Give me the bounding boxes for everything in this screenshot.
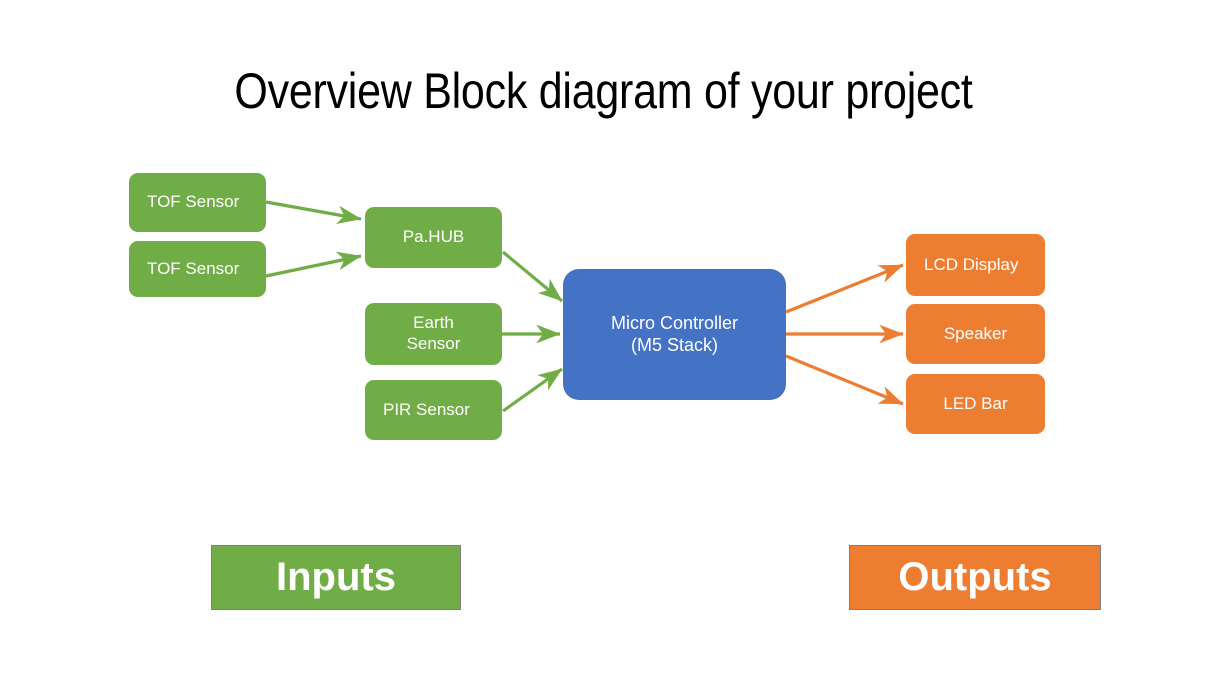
- block-label-line2: Sensor: [406, 334, 461, 353]
- block-label: Micro Controller (M5 Stack): [563, 313, 786, 357]
- block-tof-sensor-2[interactable]: TOF Sensor: [129, 241, 266, 297]
- arrow-controller-to-lcd: [785, 263, 904, 314]
- block-label-line1: Earth: [413, 313, 454, 333]
- arrow-controller-to-ledbar: [785, 354, 904, 406]
- outputs-legend: Outputs: [849, 545, 1101, 610]
- block-label: PIR Sensor: [383, 399, 470, 419]
- arrow-pir-to-controller: [502, 367, 563, 413]
- page-title: Overview Block diagram of your project: [234, 63, 973, 119]
- block-label-line1: Micro Controller: [610, 312, 739, 333]
- block-label: Speaker: [943, 323, 1008, 343]
- block-speaker[interactable]: Speaker: [906, 304, 1045, 364]
- block-label: LED Bar: [943, 393, 1008, 413]
- block-label: LCD Display: [924, 254, 1019, 274]
- outputs-legend-label: Outputs: [898, 555, 1052, 599]
- block-label-line2: (M5 Stack): [630, 334, 718, 355]
- arrow-tof1-to-hub: [265, 200, 362, 224]
- block-earth-sensor[interactable]: Earth Sensor: [365, 303, 502, 365]
- block-lcd-display[interactable]: LCD Display: [906, 234, 1045, 296]
- block-label: TOF Sensor: [147, 258, 240, 278]
- block-label: TOF Sensor: [147, 192, 240, 212]
- arrow-hub-to-controller: [501, 250, 564, 303]
- block-pir-sensor[interactable]: PIR Sensor: [365, 380, 502, 440]
- inputs-legend: Inputs: [211, 545, 461, 610]
- block-led-bar[interactable]: LED Bar: [906, 374, 1045, 434]
- block-tof-sensor-1[interactable]: TOF Sensor: [129, 173, 266, 232]
- block-micro-controller[interactable]: Micro Controller (M5 Stack): [563, 269, 786, 400]
- inputs-legend-label: Inputs: [276, 555, 396, 599]
- arrow-tof2-to-hub: [265, 251, 362, 278]
- block-pa-hub[interactable]: Pa.HUB: [365, 207, 502, 268]
- block-label: Pa.HUB: [402, 227, 465, 247]
- block-label: Earth Sensor: [365, 313, 502, 354]
